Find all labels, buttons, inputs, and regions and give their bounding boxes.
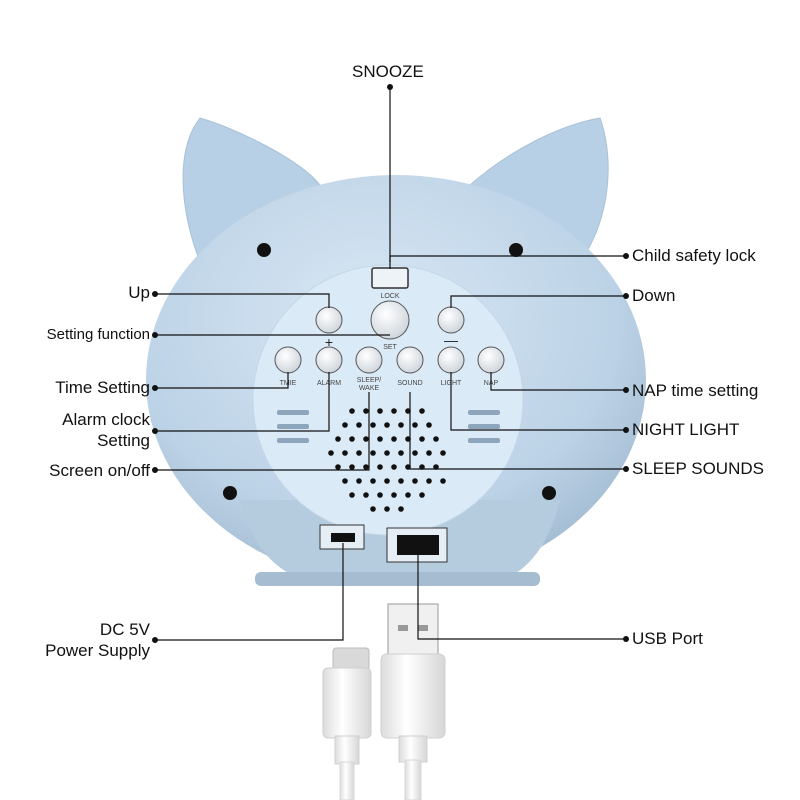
vent-left [277,410,309,443]
dc-port [331,533,355,542]
minus-symbol: — [444,332,458,348]
grill-hole [391,492,397,498]
grill-hole [426,422,432,428]
vent-right [468,410,500,443]
grill-hole [356,478,362,484]
dot-lower-left [223,486,237,500]
time-setting-label: Time Setting [55,378,150,397]
grill-hole [349,408,355,414]
base-rim [255,572,540,586]
grill-hole [335,436,341,442]
light-button [437,346,465,374]
usb-port [397,535,439,555]
grill-hole [412,450,418,456]
grill-hole [370,478,376,484]
grill-hole [349,436,355,442]
setting-function-label: Setting function [46,326,150,343]
screen-onoff-label: Screen on/off [49,461,150,480]
grill-hole [391,464,397,470]
set-label: SET [383,344,397,351]
dc-label-line1: DC 5V [99,620,150,639]
grill-hole [342,478,348,484]
up-label: Up [128,283,150,302]
grill-hole [349,464,355,470]
grill-hole [377,436,383,442]
grill-hole [398,478,404,484]
grill-hole [349,492,355,498]
grill-hole [419,408,425,414]
grill-hole [405,492,411,498]
lock-switch [371,267,409,289]
child-lock-label: Child safety lock [632,246,756,265]
grill-hole [412,422,418,428]
sleep-wake-label-2: WAKE [359,385,380,392]
grill-hole [398,506,404,512]
grill-hole [419,492,425,498]
down-button [437,306,465,334]
grill-hole [335,464,341,470]
eye-dot-left [257,243,271,257]
set-button [370,300,410,340]
grill-hole [363,492,369,498]
night-light-label: NIGHT LIGHT [632,420,740,439]
grill-hole [426,478,432,484]
grill-hole [384,450,390,456]
snooze-label: SNOOZE [352,62,424,81]
sleep-wake-label-1: SLEEP/ [357,377,382,384]
alarm-label-line2: Setting [97,431,150,450]
sleep-sounds-label: SLEEP SOUNDS [632,459,764,478]
grill-hole [398,450,404,456]
grill-hole [433,436,439,442]
grill-hole [342,422,348,428]
grill-hole [377,492,383,498]
nap-button [477,346,505,374]
grill-hole [384,422,390,428]
down-label: Down [632,286,676,305]
grill-hole [391,408,397,414]
grill-hole [356,422,362,428]
right-ear [469,117,609,263]
grill-hole [363,436,369,442]
alarm-button [315,346,343,374]
up-button [315,306,343,334]
grill-hole [419,436,425,442]
usb-port-label: USB Port [632,629,703,648]
usb-a-cable [380,603,446,800]
grill-hole [370,506,376,512]
grill-hole [328,450,334,456]
grill-hole [370,450,376,456]
micro-usb-cable [322,647,372,800]
grill-hole [440,478,446,484]
grill-hole [363,408,369,414]
time-button [274,346,302,374]
grill-hole [426,450,432,456]
dc-label-line2: Power Supply [45,641,150,660]
grill-hole [412,478,418,484]
nap-time-setting-label: NAP time setting [632,381,759,400]
grill-hole [342,450,348,456]
grill-hole [377,464,383,470]
grill-hole [384,478,390,484]
leader-lines [155,87,626,641]
grill-hole [384,506,390,512]
grill-hole [356,450,362,456]
eye-dot-right [509,243,523,257]
dot-lower-right [542,486,556,500]
grill-hole [363,464,369,470]
lock-label: LOCK [380,293,399,300]
sleep-wake-button [355,346,383,374]
sound-button [396,346,424,374]
grill-hole [377,408,383,414]
grill-hole [440,450,446,456]
sound-label: SOUND [397,380,422,387]
grill-hole [398,422,404,428]
plus-symbol: + [325,334,333,350]
leader-dots [152,84,629,643]
left-ear [182,117,321,263]
grill-hole [391,436,397,442]
grill-hole [370,422,376,428]
alarm-label-line1: Alarm clock [62,410,150,429]
